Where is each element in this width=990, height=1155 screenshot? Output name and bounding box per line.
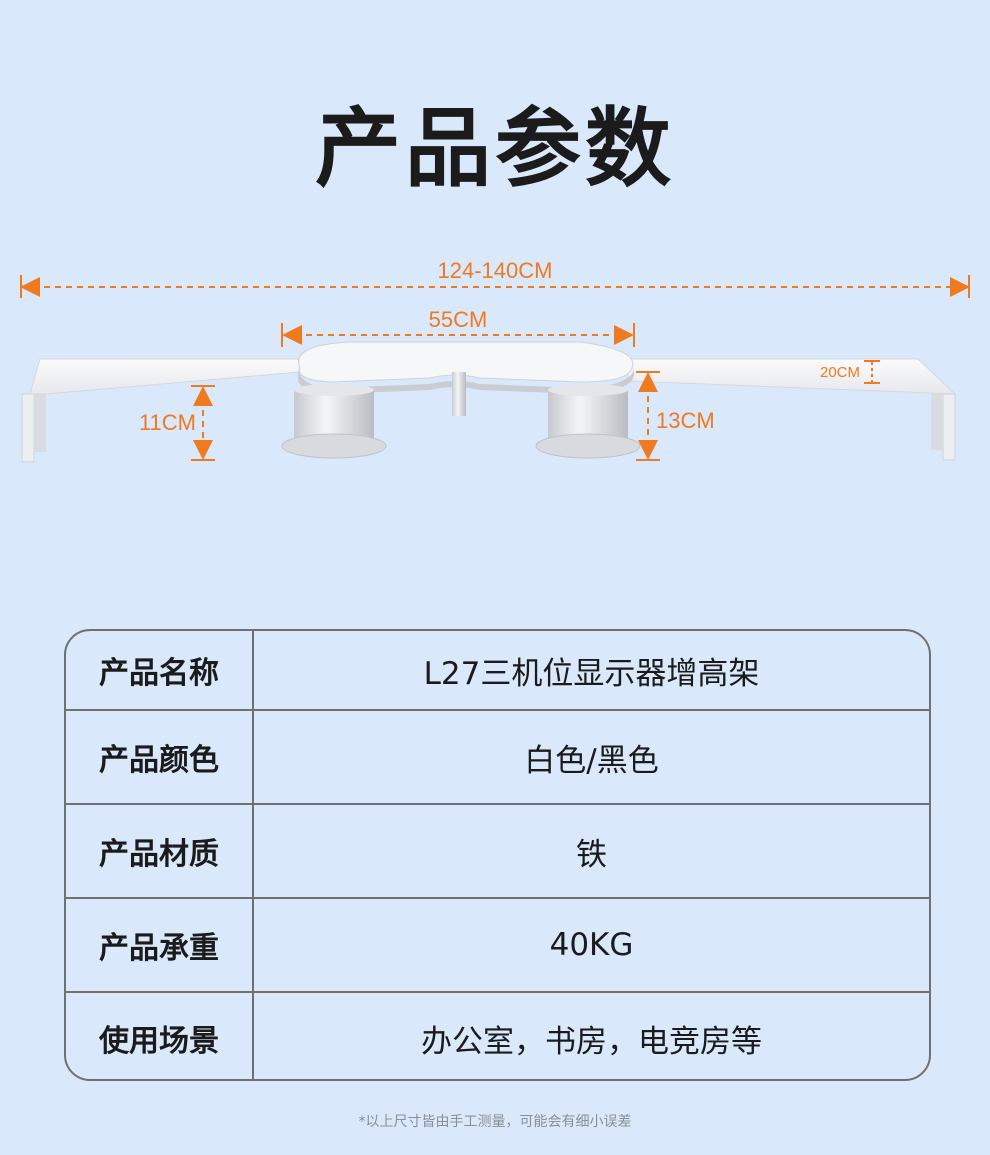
spec-label: 产品承重 [66,899,254,991]
product-diagram: 124-140CM 55CM 11 [20,258,970,463]
spec-label: 使用场景 [66,993,254,1079]
table-row: 使用场景 办公室，书房，电竞房等 [66,991,929,1079]
spec-value: L27三机位显示器增高架 [423,655,760,692]
left-height-label: 11CM [139,410,196,435]
total-width-label: 124-140CM [438,258,553,283]
table-row: 产品名称 L27三机位显示器增高架 [66,631,929,709]
right-clamp [535,384,641,459]
spec-label: 产品名称 [66,631,254,709]
page-title: 产品参数 [315,99,675,199]
spec-label: 产品颜色 [66,711,254,803]
right-height-dimension: 13CM [636,371,715,461]
spec-value: 白色/黑色 [524,742,659,779]
spec-value: 40KG [549,927,634,963]
right-shelf [627,358,957,461]
footnote: *以上尺寸皆由手工测量，可能会有细小误差 [358,1114,632,1130]
center-panel [297,341,634,416]
spec-value: 铁 [576,836,607,873]
center-width-dimension: 55CM [281,307,635,347]
depth-label: 20CM [820,364,860,381]
depth-dimension: 20CM [820,360,880,384]
spec-label: 产品材质 [66,805,254,897]
right-height-label: 13CM [656,408,715,433]
table-row: 产品材质 铁 [66,803,929,897]
table-row: 产品颜色 白色/黑色 [66,709,929,803]
left-height-dimension: 11CM [139,385,215,461]
table-row: 产品承重 40KG [66,897,929,991]
left-shelf [21,358,301,463]
left-clamp [281,384,387,459]
total-width-dimension: 124-140CM [20,258,970,298]
spec-table: 产品名称 L27三机位显示器增高架 产品颜色 白色/黑色 产品材质 铁 产品承重… [64,629,931,1081]
center-width-label: 55CM [429,307,488,332]
spec-value: 办公室，书房，电竞房等 [421,1023,762,1060]
